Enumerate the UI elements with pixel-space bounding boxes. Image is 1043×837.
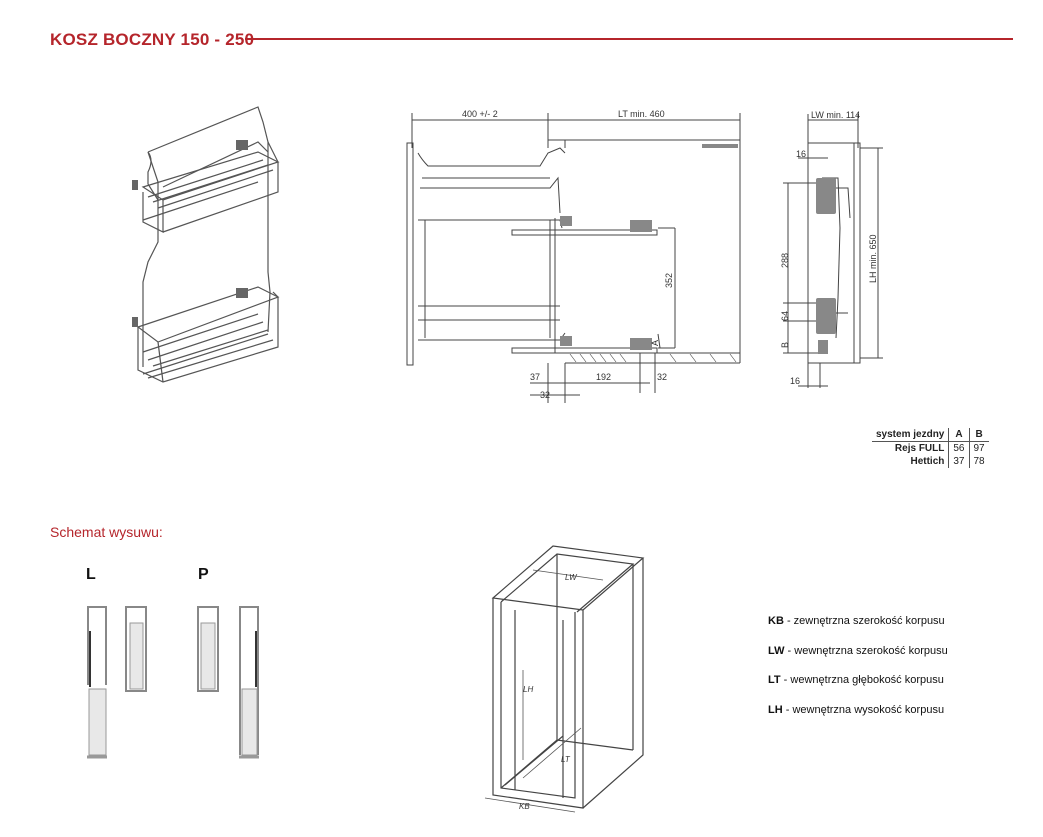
legend-item: LH - wewnętrzna wysokość korpusu <box>768 704 948 734</box>
dim-lh-min: LH min. 650 <box>868 234 878 283</box>
legend-abbr: LH <box>768 703 783 716</box>
cabinet-label-lt: LT <box>561 755 571 764</box>
dim-64: 64 <box>780 311 790 321</box>
dim-352: 352 <box>664 273 674 288</box>
front-view-drawing: LW min. 114 16 288 64 B LH min. 650 16 <box>780 110 883 388</box>
basket-illustration <box>132 106 280 383</box>
cabinet-diagram: LW LH LT KB <box>484 545 645 813</box>
dim-288: 288 <box>780 253 790 268</box>
legend-text: - zewnętrzna szerokość korpusu <box>783 615 945 627</box>
legend-abbr: LW <box>768 644 785 657</box>
header-system: system jezdny <box>872 428 949 442</box>
legend-text: - wewnętrzna wysokość korpusu <box>782 703 945 716</box>
cell-b: 97 <box>973 443 985 454</box>
cell-a: 37 <box>948 455 970 468</box>
legend-item: LW - wewnętrzna szerokość korpusu <box>768 645 948 675</box>
legend: KB - zewnętrzna szerokość korpusu LW - w… <box>768 615 948 733</box>
cell-b: 78 <box>973 456 985 467</box>
cell-system: Hettich <box>910 456 945 467</box>
system-table: system jezdny A B Rejs FULL 56 97 Hettic… <box>872 428 989 468</box>
dim-lw-min: LW min. 114 <box>811 110 860 120</box>
cabinet-label-lw: LW <box>565 573 578 582</box>
legend-abbr: LT <box>768 674 781 686</box>
header-a: A <box>948 428 970 442</box>
table-row: Rejs FULL 56 97 <box>872 441 989 455</box>
label-right: P <box>198 566 209 583</box>
legend-text: - wewnętrzna głębokość korpusu <box>780 674 944 686</box>
dim-b: B <box>780 342 790 348</box>
side-view-drawing: 400 +/- 2 LT min. 460 352 A 37 192 32 32 <box>406 109 741 403</box>
table-row: Hettich 37 78 <box>872 455 989 468</box>
legend-item: LT - wewnętrzna głębokość korpusu <box>768 674 948 704</box>
legend-text: - wewnętrzna szerokość korpusu <box>784 644 948 657</box>
title-rule <box>245 38 1013 40</box>
pullout-schematic <box>87 606 259 759</box>
legend-item: KB - zewnętrzna szerokość korpusu <box>768 615 948 645</box>
cabinet-label-kb: KB <box>519 802 530 811</box>
dim-16-top: 16 <box>796 149 806 159</box>
dim-a: A <box>650 340 660 346</box>
dim-32-right: 32 <box>657 372 667 382</box>
dim-37: 37 <box>530 372 540 382</box>
schemat-title: Schemat wysuwu: <box>50 524 163 540</box>
dim-32-bottom: 32 <box>540 390 550 400</box>
label-left: L <box>86 566 96 583</box>
dim-192: 192 <box>596 372 611 382</box>
dim-lt-min: LT min. 460 <box>618 109 665 119</box>
dim-16-bottom: 16 <box>790 376 800 386</box>
legend-abbr: KB <box>768 615 784 627</box>
system-table-header: system jezdny A B <box>872 428 989 442</box>
dim-side-width: 400 +/- 2 <box>462 109 498 119</box>
cell-system: Rejs FULL <box>894 443 945 454</box>
header-b: B <box>969 428 989 442</box>
cabinet-label-lh: LH <box>523 685 533 694</box>
cell-a: 56 <box>948 441 970 455</box>
page-title: KOSZ BOCZNY 150 - 250 <box>50 30 255 49</box>
